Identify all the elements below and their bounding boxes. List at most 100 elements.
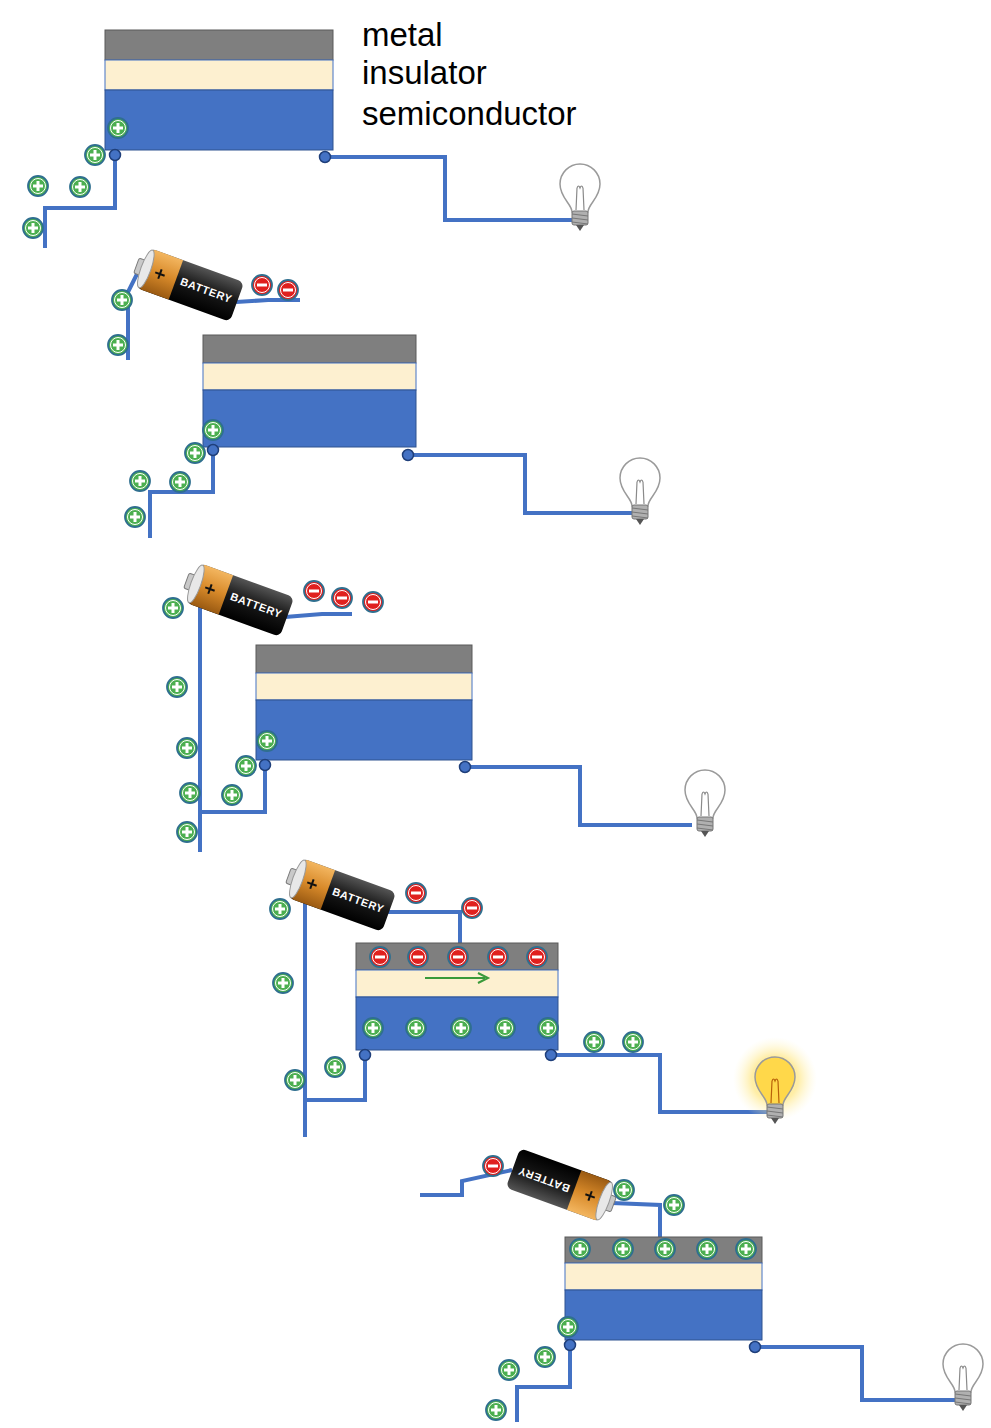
terminal-dot [360, 1050, 371, 1061]
negative-charge [408, 947, 428, 967]
positive-charge [584, 1032, 604, 1052]
positive-charge [570, 1239, 590, 1259]
insulator-layer [565, 1263, 762, 1290]
semiconductor-layer [356, 997, 558, 1050]
semiconductor-layer [203, 390, 416, 447]
positive-charge [203, 420, 223, 440]
parts [105, 30, 983, 1411]
charges [23, 118, 756, 1420]
positive-charge [614, 1180, 634, 1200]
layer-label: semiconductor [362, 97, 577, 130]
positive-charge [177, 822, 197, 842]
insulator-layer [256, 673, 472, 700]
lit-bulb [733, 1037, 817, 1124]
metal-layer [105, 30, 333, 60]
bulb [685, 770, 725, 837]
negative-charge [332, 588, 352, 608]
negative-charge [488, 947, 508, 967]
semiconductor-layer [565, 1290, 762, 1340]
wire [290, 878, 305, 1137]
metal-layer [356, 943, 558, 970]
positive-charge [363, 1018, 383, 1038]
positive-charge [108, 118, 128, 138]
negative-charge [406, 883, 426, 903]
terminal-dot [460, 762, 471, 773]
layer-label: insulator [362, 56, 487, 89]
terminal-dot [750, 1342, 761, 1353]
positive-charge [180, 783, 200, 803]
bulb [620, 458, 660, 525]
positive-charge [177, 738, 197, 758]
metal-layer [256, 645, 472, 673]
positive-charge [185, 443, 205, 463]
negative-charge [462, 898, 482, 918]
wire [612, 1203, 660, 1237]
battery [506, 1148, 621, 1224]
positive-charge [273, 973, 293, 993]
positive-charge [538, 1018, 558, 1038]
negative-charge [363, 592, 383, 612]
negative-charge [483, 1156, 503, 1176]
wire [408, 455, 632, 513]
terminal-dot [546, 1050, 557, 1061]
mis-stack [256, 645, 472, 760]
positive-charge [28, 176, 48, 196]
wire [150, 450, 213, 538]
semiconductor-layer [105, 90, 333, 150]
terminal-dot [565, 1340, 576, 1351]
battery [179, 561, 294, 637]
positive-charge [23, 218, 43, 238]
negative-charge [527, 947, 547, 967]
mis-stack [565, 1237, 762, 1340]
positive-charge [495, 1018, 515, 1038]
positive-charge [257, 731, 277, 751]
current-arrow [425, 973, 488, 983]
wires [45, 155, 955, 1422]
battery [129, 246, 244, 322]
positive-charge [108, 335, 128, 355]
negative-charge [278, 280, 298, 300]
terminal-dot [403, 450, 414, 461]
wire [465, 767, 692, 825]
mis-stack [105, 30, 333, 150]
positive-charge [130, 471, 150, 491]
terminal-dot [320, 152, 331, 163]
wire [200, 765, 265, 812]
mis-stack [203, 335, 416, 447]
wire [285, 614, 352, 617]
positive-charge [736, 1239, 756, 1259]
positive-charge [325, 1057, 345, 1077]
negative-charge [252, 275, 272, 295]
terminal-dot [208, 445, 219, 456]
positive-charge [112, 290, 132, 310]
wire [387, 912, 460, 943]
positive-charge [697, 1239, 717, 1259]
mis-stack [356, 943, 558, 1050]
positive-charge [285, 1070, 305, 1090]
positive-charge [167, 677, 187, 697]
positive-charge [70, 177, 90, 197]
positive-charge [170, 472, 190, 492]
positive-charge [499, 1360, 519, 1380]
positive-charge [486, 1400, 506, 1420]
wire [305, 1055, 365, 1100]
positive-charge [125, 507, 145, 527]
terminal-dot [110, 150, 121, 161]
bulb [560, 164, 600, 231]
layer-label: metal [362, 18, 443, 51]
positive-charge [406, 1018, 426, 1038]
positive-charge [163, 598, 183, 618]
wire [755, 1347, 955, 1400]
positive-charge [270, 899, 290, 919]
positive-charge [85, 145, 105, 165]
metal-layer [565, 1237, 762, 1263]
positive-charge [451, 1018, 471, 1038]
battery [281, 856, 396, 932]
negative-charge [448, 947, 468, 967]
bulb [943, 1344, 983, 1411]
terminal-dot [260, 760, 271, 771]
metal-layer [203, 335, 416, 363]
positive-charge [613, 1239, 633, 1259]
